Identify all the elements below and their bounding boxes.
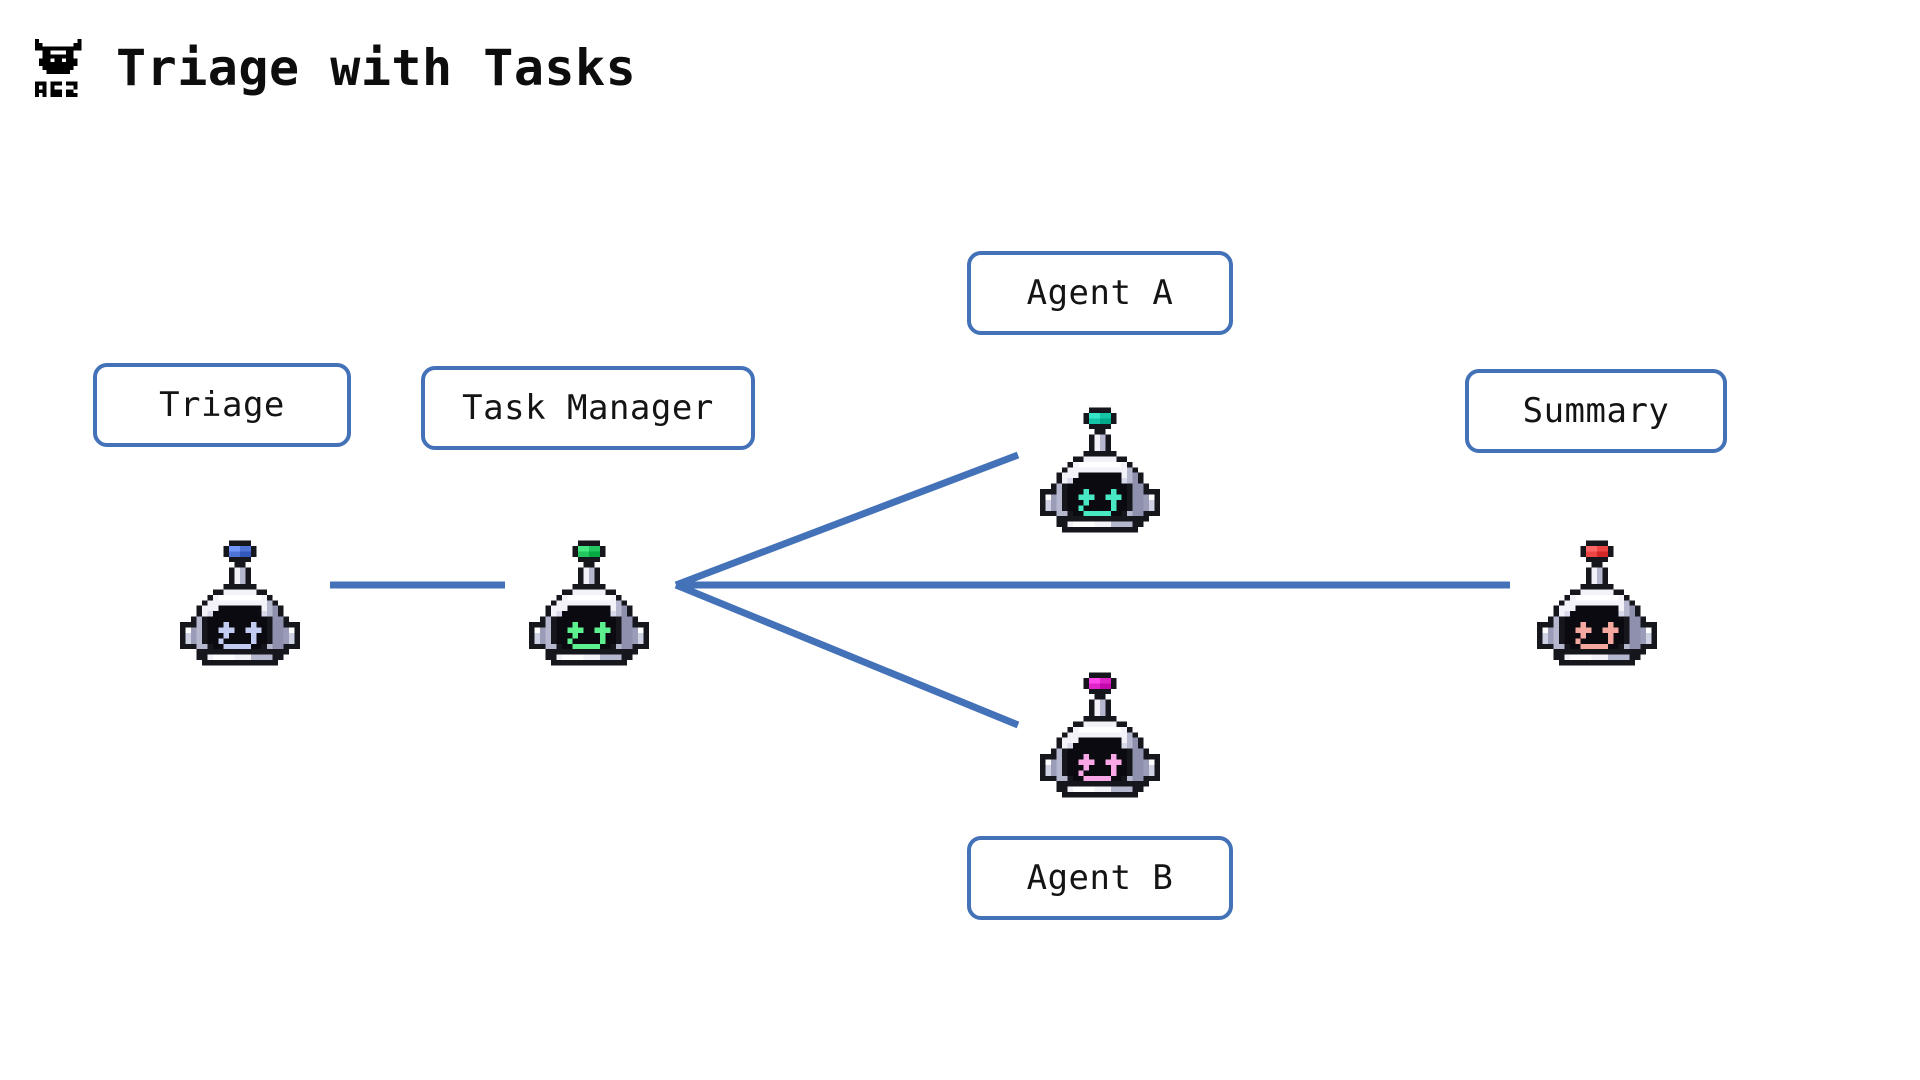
robot-avatar-blue-icon[interactable] xyxy=(180,540,300,666)
node-label-agent-b[interactable]: Agent B xyxy=(967,836,1233,920)
edge-task-manager-agent-a xyxy=(674,451,1020,589)
node-label-summary[interactable]: Summary xyxy=(1465,369,1727,453)
edge-task-manager-agent-b xyxy=(674,581,1020,729)
robot-avatar-teal-icon[interactable] xyxy=(1040,407,1160,533)
page-title: Triage with Tasks xyxy=(116,39,637,97)
node-label-agent-a[interactable]: Agent A xyxy=(967,251,1233,335)
node-label-triage[interactable]: Triage xyxy=(93,363,351,447)
node-label-text: Summary xyxy=(1522,391,1670,431)
robot-avatar-magenta-icon[interactable] xyxy=(1040,672,1160,798)
page-header: Triage with Tasks xyxy=(30,32,636,104)
node-label-text: Agent B xyxy=(1026,858,1174,898)
node-label-text: Triage xyxy=(159,385,285,425)
ag2-robot-logo-icon xyxy=(34,38,82,98)
node-label-text: Task Manager xyxy=(462,388,714,428)
node-label-task-manager[interactable]: Task Manager xyxy=(421,366,755,450)
node-label-text: Agent A xyxy=(1026,273,1174,313)
robot-avatar-red-icon[interactable] xyxy=(1537,540,1657,666)
robot-avatar-green-icon[interactable] xyxy=(529,540,649,666)
